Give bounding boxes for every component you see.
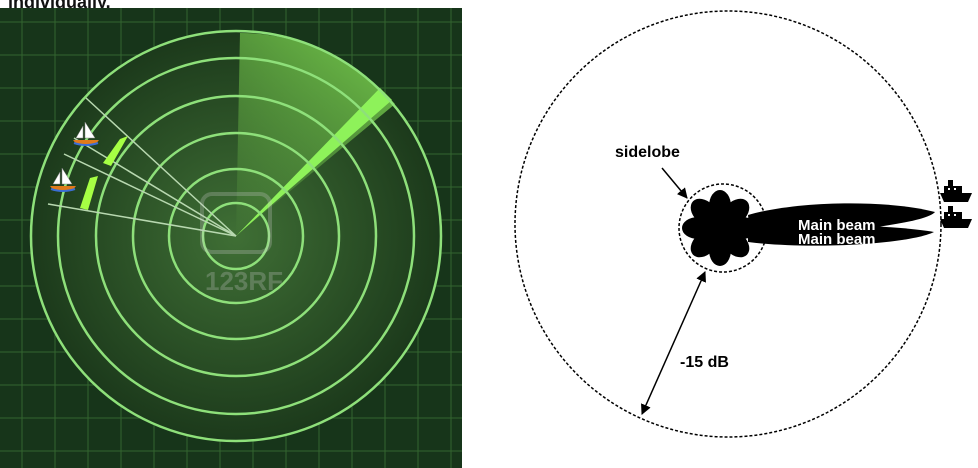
radar-screen: 123RF — [0, 8, 462, 468]
radar-sweep — [236, 33, 395, 236]
radar-ring — [94, 94, 378, 378]
sidelobe-pattern — [682, 190, 758, 266]
sailboat-icon — [50, 167, 76, 192]
ship-icon — [940, 206, 972, 228]
target-beam-lines — [47, 97, 237, 237]
level-label: -15 dB — [680, 354, 729, 371]
target-echo-lower — [80, 176, 98, 210]
radar-sweep-edge — [236, 88, 392, 236]
main-beam-label: Main beam — [798, 231, 876, 248]
watermark: 123RF — [200, 192, 283, 296]
watermark-text: 123RF — [205, 266, 283, 296]
ship-icon — [940, 180, 972, 202]
radar-ring — [201, 201, 271, 271]
sidelobe-label: sidelobe — [615, 144, 680, 161]
sidelobe-arrow — [661, 167, 688, 199]
antenna-pattern-diagram: Main beam Main beam sidelobe -15 dB — [514, 10, 972, 438]
radar-rings — [29, 29, 443, 443]
sidelobe-petal — [690, 198, 719, 227]
main-beam-lower — [748, 223, 934, 246]
sailboat-icon — [73, 121, 99, 146]
radar-ring — [29, 29, 443, 443]
level-dimension-arrow — [641, 271, 706, 415]
radar-ring — [167, 167, 305, 305]
radar-ring — [131, 131, 341, 341]
target-echo-upper — [103, 136, 128, 166]
main-beam-label: Main beam — [798, 217, 876, 234]
level-circle — [514, 10, 942, 438]
radar-ring — [56, 56, 416, 416]
